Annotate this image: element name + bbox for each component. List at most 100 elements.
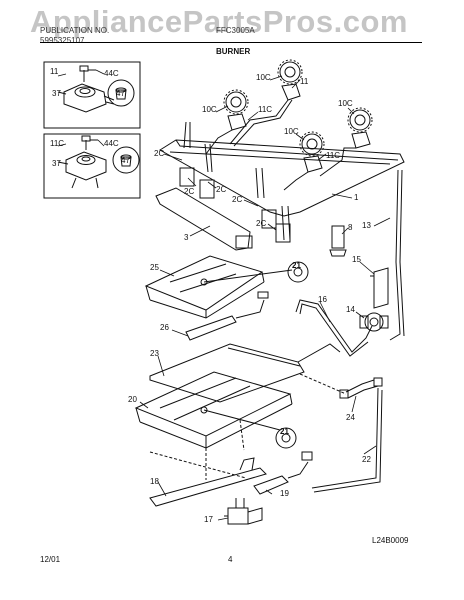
callout-10c-c: 10C bbox=[338, 99, 353, 108]
callout-2c-a: 2C bbox=[154, 149, 164, 158]
inset-top-burner-base bbox=[57, 65, 135, 113]
callout-24: 24 bbox=[346, 413, 355, 422]
broil-heat-shield bbox=[144, 255, 265, 319]
bracket-tab bbox=[235, 235, 253, 249]
callout-15: 15 bbox=[352, 255, 361, 264]
burner-valve-3 bbox=[261, 209, 277, 229]
burner-head-rear-left bbox=[277, 59, 303, 85]
callout-21-b: 21 bbox=[280, 427, 289, 436]
valve-tube-a bbox=[183, 121, 191, 149]
callout-2c-b: 2C bbox=[216, 185, 226, 194]
callout-17: 17 bbox=[204, 515, 213, 524]
igniter-upper bbox=[185, 291, 269, 341]
gas-tube-4 bbox=[283, 171, 309, 191]
callout-11c-b: 11C bbox=[326, 151, 340, 160]
inset-box-bottom bbox=[43, 133, 141, 199]
callout-10c-d: 10C bbox=[284, 127, 299, 136]
pressure-regulator bbox=[359, 312, 389, 332]
gas-connector-24 bbox=[339, 377, 383, 399]
callout-1: 1 bbox=[354, 193, 359, 202]
inset-bottom-burner-base bbox=[57, 135, 140, 189]
gas-tube-16b bbox=[299, 303, 369, 357]
gas-tube-3 bbox=[319, 147, 356, 177]
gas-tube-1b bbox=[233, 99, 293, 147]
inset-bottom-label: 11C bbox=[50, 139, 64, 148]
align-line-1 bbox=[299, 373, 347, 395]
manifold-pipe bbox=[159, 139, 405, 217]
callout-3: 3 bbox=[184, 233, 189, 242]
inset-bottom-part-37: 37 bbox=[52, 159, 61, 168]
burner-head-rear-right bbox=[347, 107, 373, 133]
burner-base-rear-right bbox=[351, 131, 371, 149]
watermark: AppliancePartsPros.com bbox=[30, 4, 408, 39]
gas-tube-22b bbox=[313, 389, 383, 493]
inset-top-label: 11 bbox=[50, 67, 59, 76]
callout-25: 25 bbox=[150, 263, 159, 272]
igniter-bracket-18 bbox=[149, 457, 267, 507]
section-title: BURNER bbox=[216, 47, 251, 56]
callout-26: 26 bbox=[160, 323, 169, 332]
burner-head-front-right bbox=[299, 131, 325, 157]
publication-number: 5995325107 bbox=[40, 36, 85, 45]
callout-19: 19 bbox=[280, 489, 289, 498]
mounting-bracket-15 bbox=[373, 267, 389, 309]
callout-13: 13 bbox=[362, 221, 371, 230]
inset-top-part-44c: 44C bbox=[104, 69, 119, 78]
callout-2c-d: 2C bbox=[232, 195, 242, 204]
leader-lines bbox=[57, 69, 391, 521]
gas-line-13b bbox=[399, 169, 405, 337]
publication-label: PUBLICATION NO. bbox=[40, 26, 110, 35]
callout-16: 16 bbox=[318, 295, 327, 304]
oven-safety-valve bbox=[224, 498, 263, 525]
burner-base-rear-left bbox=[281, 83, 301, 101]
align-line-4 bbox=[239, 419, 245, 451]
leader-21b bbox=[203, 409, 281, 431]
valve-tube-b bbox=[204, 143, 213, 173]
gas-tube-22 bbox=[311, 387, 379, 489]
burner-valve-2 bbox=[199, 179, 215, 199]
callout-2c-e: 2C bbox=[256, 219, 266, 228]
orifice-nut-21-top bbox=[287, 261, 309, 283]
footer-date: 12/01 bbox=[40, 555, 61, 564]
part-8-component bbox=[329, 225, 347, 257]
burner-base-front-left bbox=[227, 113, 247, 131]
callout-2c-c: 2C bbox=[184, 187, 194, 196]
gas-tube-1 bbox=[229, 99, 289, 145]
footer-page-number: 4 bbox=[228, 555, 233, 564]
callout-22: 22 bbox=[362, 455, 371, 464]
valve-tube-c bbox=[255, 167, 265, 199]
callout-21-a: 21 bbox=[292, 261, 301, 270]
burner-valve-1 bbox=[179, 167, 195, 187]
publication-info: PUBLICATION NO. 5995325107 bbox=[40, 26, 109, 46]
orifice-nut-21-bottom bbox=[275, 427, 297, 449]
inset-top-part-37: 37 bbox=[52, 89, 61, 98]
callout-18: 18 bbox=[150, 477, 159, 486]
shield-screw-2 bbox=[200, 406, 208, 414]
burner-head-front-left-upper bbox=[223, 89, 249, 115]
callout-14: 14 bbox=[346, 305, 355, 314]
igniter-lower bbox=[253, 451, 313, 495]
callout-11-a: 11 bbox=[300, 77, 309, 86]
burner-valve-4 bbox=[275, 223, 291, 243]
leader-21a bbox=[203, 269, 293, 283]
header-rule bbox=[40, 42, 422, 43]
gas-tube-16 bbox=[295, 299, 373, 353]
callout-labels: 11 44C 37 47 11C 44C 37 47 10C 11 10C 11… bbox=[50, 67, 371, 524]
burner-base-front-right bbox=[303, 155, 323, 173]
align-line-3 bbox=[149, 451, 247, 479]
gas-line-13 bbox=[389, 169, 401, 341]
footer-drawing-code: L24B0009 bbox=[372, 536, 409, 545]
callout-20: 20 bbox=[128, 395, 137, 404]
callout-10c-a: 10C bbox=[256, 73, 271, 82]
inset-bottom-part-47: 47 bbox=[121, 156, 130, 165]
inset-top-part-47: 47 bbox=[116, 89, 125, 98]
callout-10c-b: 10C bbox=[202, 105, 217, 114]
callout-11c-a: 11C bbox=[258, 105, 272, 114]
model-number: FFC3005A bbox=[216, 26, 255, 35]
bake-burner-tube bbox=[149, 343, 341, 403]
inset-bottom-part-44c: 44C bbox=[104, 139, 119, 148]
callout-8: 8 bbox=[348, 223, 353, 232]
valve-tube-d bbox=[281, 205, 291, 241]
